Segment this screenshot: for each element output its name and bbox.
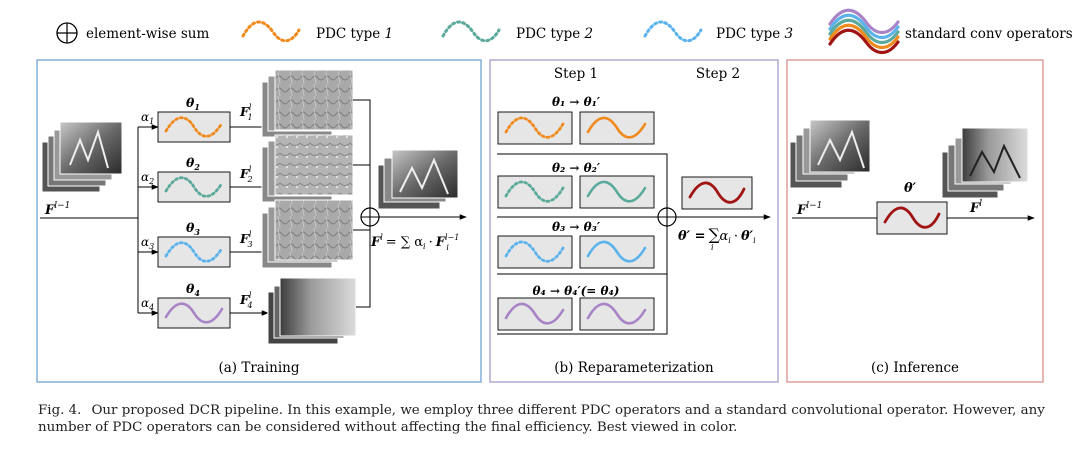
reparam-formula: θ′ =∑iαi·θ′i <box>678 225 756 252</box>
reparam-row-4-pdc-box <box>497 297 573 331</box>
pdc-type-2-icon <box>441 20 501 43</box>
theta-3-label: θ3 <box>186 220 200 237</box>
inference-kernel-box <box>876 201 948 235</box>
pdc-type-1-icon <box>241 20 301 43</box>
legend-pdc1-prefix: PDC type <box>316 26 385 42</box>
legend-pdc2-num: 2 <box>584 26 594 42</box>
merged-kernel-box <box>681 176 753 210</box>
legend-pdc3-num: 3 <box>785 26 794 42</box>
alpha-2-label: α2 <box>141 170 154 186</box>
legend-sum-label: element-wise sum <box>86 26 209 42</box>
theta-1-label: θ1 <box>186 95 200 112</box>
panel-inference: Fl−1 Fl θ′ (c) Inference <box>786 59 1044 383</box>
theta-2-label: θ2 <box>186 155 200 172</box>
output-feature-stack-training <box>377 149 459 210</box>
reparam-row-4-conv-box <box>579 297 655 331</box>
pdc-type-3-icon <box>643 20 703 43</box>
inference-input-label: Fl−1 <box>796 201 822 218</box>
sum-node-training <box>360 207 380 227</box>
panel-training: Fl−1 α1 α2 α3 α4 θ1 θ2 θ3 θ4 <box>36 59 482 383</box>
reparam-row-1-conv-box <box>579 111 655 145</box>
feature-map-stack-1 <box>261 69 354 138</box>
figure-number: Fig. 4. <box>38 403 82 418</box>
panel-a-title: (a) Training <box>218 360 299 376</box>
sum-node-reparam <box>657 207 677 227</box>
reparam-row-4-label: θ₄ → θ₄′(= θ₄) <box>533 284 620 298</box>
operator-box-4 <box>157 297 231 329</box>
legend: element-wise sum PDC type 1 PDC type 2 P… <box>56 8 1073 55</box>
legend-pdc2-prefix: PDC type <box>516 26 585 42</box>
step-1-label: Step 1 <box>554 66 598 82</box>
panel-c-title: (c) Inference <box>871 360 959 376</box>
svg-text:PDC type 1: PDC type 1 <box>316 26 393 42</box>
panel-b-title: (b) Reparameterization <box>554 360 714 376</box>
alpha-1-label: α1 <box>141 110 154 126</box>
reparam-row-3-label: θ₃ → θ₃′ <box>552 220 601 234</box>
legend-pdc1-num: 1 <box>385 26 394 42</box>
legend-pdc3-prefix: PDC type <box>716 26 785 42</box>
feature-map-stack-2 <box>261 134 354 203</box>
reparam-row-1-label: θ₁ → θ₁′ <box>552 95 601 109</box>
panel-reparameterization: Step 1 Step 2 θ₁ → θ₁′ θ₂ → θ₂′ θ₃ → θ₃′… <box>489 59 779 383</box>
figure-caption: Fig. 4.Our proposed DCR pipeline. In thi… <box>38 402 1058 436</box>
alpha-4-label: α4 <box>141 296 154 312</box>
reparam-row-1-pdc-box <box>497 111 573 145</box>
operator-box-3 <box>157 236 231 268</box>
reparam-row-2-pdc-box <box>497 175 573 209</box>
theta-4-label: θ4 <box>186 281 200 298</box>
operator-box-1 <box>157 111 231 143</box>
inference-output-label: Fl <box>969 199 982 216</box>
legend-std-label: standard conv operators <box>905 26 1073 42</box>
inference-output-stack <box>941 127 1029 199</box>
alpha-3-label: α3 <box>141 235 154 251</box>
standard-conv-icon <box>828 8 900 55</box>
operator-box-2 <box>157 171 231 203</box>
input-feature-stack <box>41 121 123 193</box>
svg-text:PDC type 3: PDC type 3 <box>716 26 793 42</box>
reparam-row-2-label: θ₂ → θ₂′ <box>552 161 601 175</box>
reparam-row-3-conv-box <box>579 235 655 269</box>
inference-theta-label: θ′ <box>904 181 917 196</box>
dcr-diagram: element-wise sum PDC type 1 PDC type 2 P… <box>36 8 1073 383</box>
input-label: Fl−1 <box>44 201 70 218</box>
reparam-row-3-pdc-box <box>497 235 573 269</box>
element-wise-sum-icon <box>56 22 78 44</box>
reparam-row-2-conv-box <box>579 175 655 209</box>
svg-text:PDC type 2: PDC type 2 <box>516 26 593 42</box>
step-2-label: Step 2 <box>696 66 740 82</box>
feature-map-stack-3 <box>261 199 354 269</box>
inference-input-stack <box>789 119 871 189</box>
feature-map-stack-4 <box>267 277 357 345</box>
caption-text: Our proposed DCR pipeline. In this examp… <box>38 403 1045 435</box>
